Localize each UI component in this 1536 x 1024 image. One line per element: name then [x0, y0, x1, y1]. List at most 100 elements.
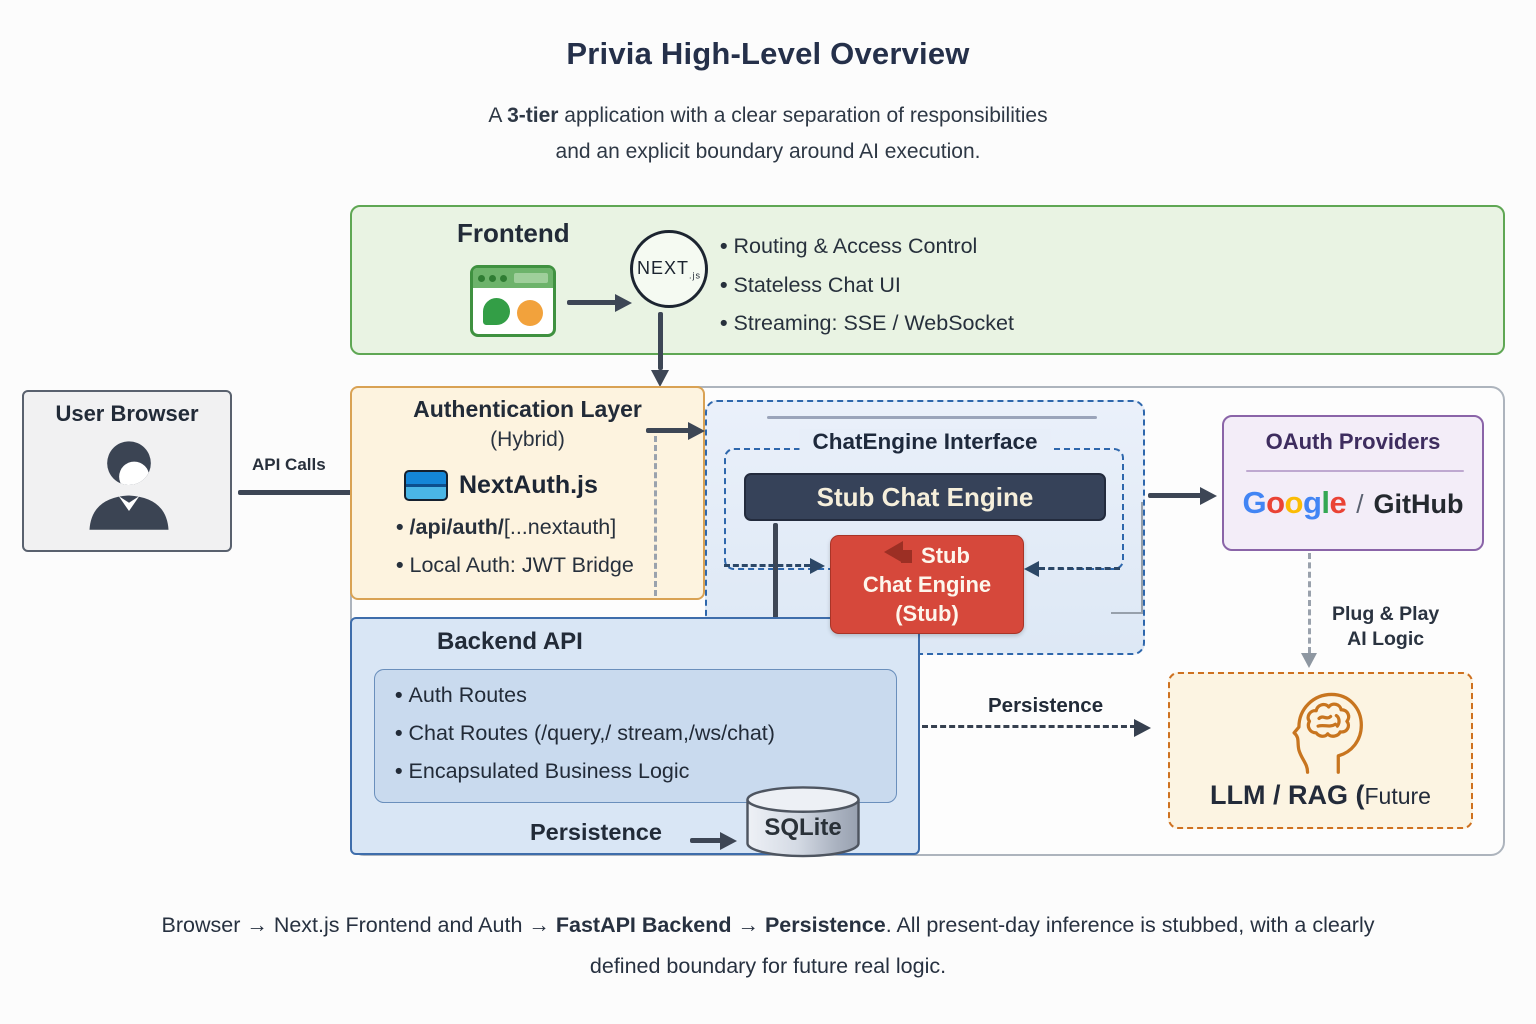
arrow-auth-to-chatengine-head	[688, 421, 705, 440]
page-subtitle: A 3-tier application with a clear separa…	[0, 98, 1536, 170]
footer-fastapi: FastAPI Backend	[555, 913, 732, 937]
frontend-bullet: Routing & Access Control	[720, 234, 1014, 259]
browser-toolbar	[473, 268, 553, 288]
oauth-separator: /	[1356, 489, 1364, 519]
nextauth-label: NextAuth.js	[459, 471, 598, 499]
google-logo-letter: e	[1329, 485, 1347, 520]
red-arrow-bar	[901, 550, 913, 563]
stub-box-line1: Stub	[884, 541, 970, 570]
page-title: Privia High-Level Overview	[566, 36, 970, 71]
dashed-arrow-left-to-stub-line	[724, 564, 810, 567]
arrow-frontend-to-auth-head	[651, 370, 669, 387]
red-arrow-icon	[884, 541, 913, 570]
backend-bullet: Chat Routes (/query,/ stream,/ws/chat)	[395, 721, 775, 746]
subtitle-prefix: A	[488, 104, 508, 127]
nextjs-logo-word: NEXT	[636, 257, 689, 278]
footer-caption: Browser → Next.js Frontend and Auth → Fa…	[153, 905, 1383, 987]
subtitle-line1: A 3-tier application with a clear separa…	[0, 98, 1536, 134]
arrow-browser-to-next-head	[615, 293, 632, 312]
auth-subtitle: (Hybrid)	[490, 428, 565, 451]
oauth-title: OAuth Providers	[1265, 429, 1441, 454]
api-calls-label: API Calls	[252, 455, 326, 474]
auth-route-bold: /api/auth/	[409, 515, 504, 539]
auth-bullet-route: /api/auth/[...nextauth]	[396, 515, 617, 540]
footer-seg3: →	[731, 913, 765, 937]
google-logo-letter: o	[1266, 485, 1285, 520]
dashed-arrow-oauth-to-llm-head	[1301, 653, 1317, 668]
backend-bullet: Auth Routes	[395, 683, 775, 708]
subtitle-line2: and an explicit boundary around AI execu…	[555, 140, 981, 163]
frontend-bullet: Streaming: SSE / WebSocket	[720, 311, 1014, 336]
llm-rag-box: LLM / RAG (Future	[1168, 672, 1473, 829]
dashed-arrow-right-to-stub-line	[1039, 567, 1120, 570]
nextjs-logo-icon: NEXT.js	[630, 230, 708, 308]
dashed-arrow-right-to-stub-head	[1024, 561, 1039, 577]
arrow-browser-to-next-line	[567, 300, 617, 305]
arrow-auth-to-chatengine-line	[646, 428, 690, 433]
arrow-persistence-line	[690, 838, 722, 843]
oauth-providers-box: OAuth Providers G o o g l e / GitHub	[1222, 415, 1484, 551]
footer-seg5: . All present-day inference is stubbed, …	[589, 913, 1375, 978]
dashed-arrow-backend-to-llm-line	[922, 725, 1136, 728]
frontend-bullet: Stateless Chat UI	[720, 273, 1014, 298]
plug-play-line2: AI Logic	[1347, 628, 1425, 650]
dashed-arrow-left-to-stub-head	[810, 558, 825, 574]
orange-dot-icon	[517, 300, 543, 326]
dashed-arrow-backend-to-llm-head	[1134, 718, 1151, 737]
persistence-label: Persistence	[530, 819, 662, 845]
chatengine-title: ChatEngine Interface	[799, 429, 1051, 455]
backend-bullet: Encapsulated Business Logic	[395, 759, 775, 784]
chatengine-top-accent	[767, 416, 1097, 419]
footer-seg1: Browser → Next.js Frontend and Auth →	[161, 913, 556, 937]
arrow-chatengine-to-oauth-line	[1148, 493, 1202, 498]
auth-title: Authentication Layer	[413, 396, 642, 422]
google-logo-letter: g	[1302, 485, 1322, 520]
plug-play-label: Plug & Play AI Logic	[1332, 602, 1439, 652]
stub-chat-engine-stub-box: Stub Chat Engine (Stub)	[830, 535, 1024, 634]
google-logo-letter: o	[1284, 485, 1304, 520]
person-icon	[89, 441, 169, 530]
auth-layer-box: Authentication Layer (Hybrid) NextAuth.j…	[350, 386, 705, 600]
arrow-stub-down-line	[773, 523, 778, 633]
backend-bullet-list: Auth Routes Chat Routes (/query,/ stream…	[395, 683, 775, 784]
browser-dot-icon	[489, 274, 496, 282]
subtitle-rest: application with a clear separation of r…	[558, 104, 1048, 127]
nextjs-logo-text: NEXT.js	[637, 258, 701, 281]
arrow-chatengine-to-oauth-head	[1200, 486, 1217, 505]
oauth-return-line-vertical	[1141, 502, 1143, 614]
llm-label-bold: LLM / RAG (	[1210, 780, 1365, 810]
arrow-api-calls-line	[238, 490, 386, 495]
oauth-divider	[1246, 470, 1464, 472]
stub-box-line2: Chat Engine	[862, 572, 992, 597]
frontend-title: Frontend	[457, 218, 570, 248]
browser-dot-icon	[500, 274, 507, 282]
auth-bullet-jwt: Local Auth: JWT Bridge	[396, 553, 634, 578]
stub-box-word: Stub	[921, 543, 970, 568]
llm-label-rest: Future	[1364, 783, 1431, 809]
plug-play-line1: Plug & Play	[1332, 603, 1440, 625]
stub-box-line3: (Stub)	[895, 601, 959, 626]
red-arrow-tri	[884, 541, 904, 563]
backend-title: Backend API	[437, 628, 583, 655]
brain-icon	[1291, 692, 1363, 774]
footer-persistence: Persistence	[764, 913, 886, 937]
dashed-arrow-oauth-to-llm-line	[1308, 553, 1311, 653]
auth-dashed-drop-line	[654, 436, 657, 596]
arrow-frontend-to-auth-line	[658, 312, 663, 370]
backend-api-box: Backend API Auth Routes Chat Routes (/qu…	[350, 617, 920, 858]
persistence-arrow-label: Persistence	[988, 694, 1104, 717]
user-browser-title: User Browser	[55, 401, 199, 426]
google-logo-letter: l	[1321, 485, 1330, 520]
github-logo-text: GitHub	[1373, 489, 1464, 519]
arrow-persistence-head	[720, 831, 737, 850]
sqlite-label: SQLite	[764, 814, 842, 841]
sqlite-cylinder-icon	[746, 786, 860, 858]
frontend-bullet-list: Routing & Access Control Stateless Chat …	[720, 234, 1014, 336]
frontend-box: Frontend NEXT.js Routing & Access Contro…	[350, 205, 1505, 355]
nextauth-card-icon	[404, 470, 448, 501]
chatengine-box: ChatEngine Interface Stub Chat Engine St…	[705, 400, 1145, 655]
browser-window-icon	[470, 265, 556, 337]
auth-route-rest: [...nextauth]	[503, 515, 617, 539]
oauth-logo-row: G o o g l e / GitHub	[1224, 485, 1482, 521]
